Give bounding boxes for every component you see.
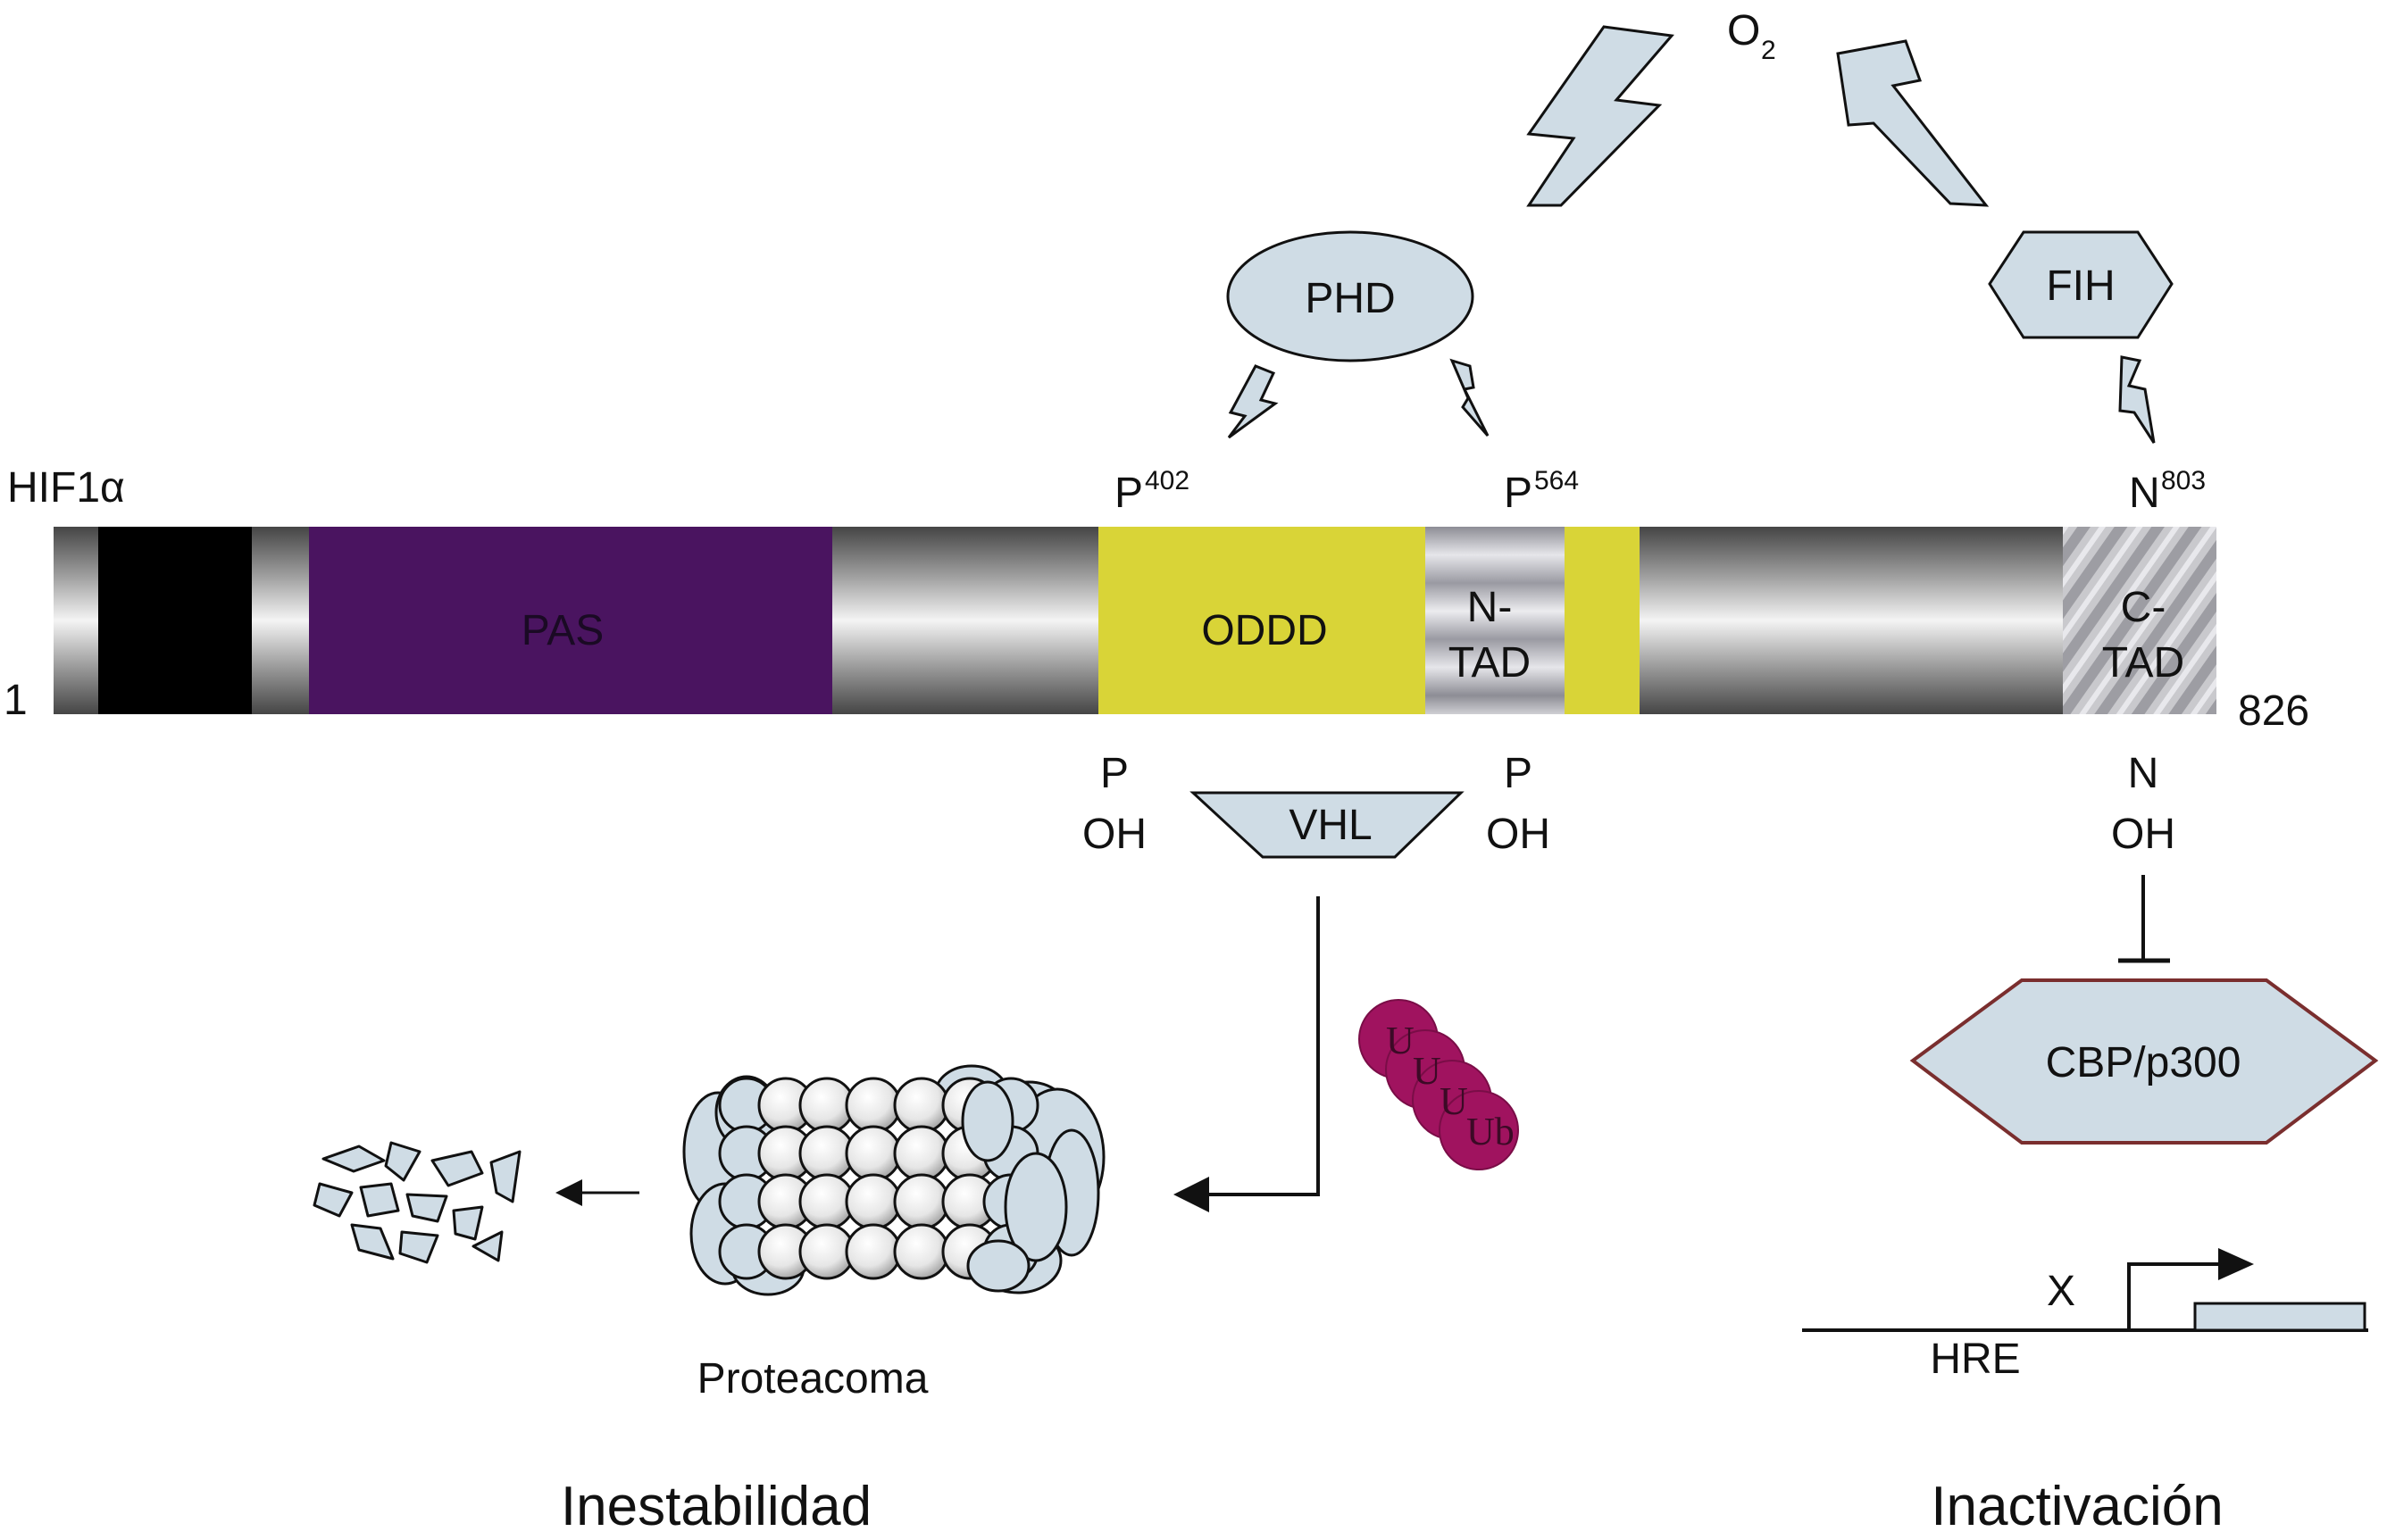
inhibition-icon — [2118, 875, 2170, 963]
protein-end: 826 — [2238, 687, 2309, 735]
svg-text:402: 402 — [1145, 466, 1189, 495]
oxygen-subscript: 2 — [1761, 36, 1776, 65]
svg-text:OH: OH — [1082, 811, 1147, 858]
site-p564: P 564 — [1504, 466, 1579, 517]
oxygen-label: O 2 — [1727, 7, 1776, 65]
proteasome-subunit — [961, 1080, 1014, 1162]
ubiquitin-label: U — [1440, 1079, 1468, 1123]
ntad-domain — [1425, 527, 1565, 714]
proteasome-subunit — [893, 1077, 950, 1134]
ubiquitin-unit — [1439, 1090, 1519, 1170]
outcome-instability: Inestabilidad — [561, 1476, 872, 1537]
proteasome-subunit — [845, 1223, 902, 1280]
svg-text:564: 564 — [1534, 466, 1579, 495]
phd-enzyme: PHD — [1226, 230, 1474, 362]
ubiquitin-label: U — [1386, 1019, 1415, 1062]
oddd-domain-tail — [1565, 527, 1640, 714]
proteasome-subunit — [845, 1077, 902, 1134]
hre-label: HRE — [1930, 1336, 2020, 1383]
lightning-bolt-icon — [1227, 364, 1279, 439]
outcome-inactivation: Inactivación — [1931, 1476, 2223, 1537]
proteasome-subunit — [893, 1125, 950, 1182]
svg-text:P: P — [1504, 470, 1532, 517]
arrow-icon — [1173, 896, 1320, 1212]
cbp-p300-coactivator: CBP/p300 — [1909, 978, 2379, 1145]
transcription-arrow-icon — [2218, 1248, 2254, 1280]
proteasome-subunit — [893, 1173, 950, 1230]
proteasome-subunit — [966, 1239, 1031, 1293]
gene-block — [2193, 1302, 2366, 1332]
ubiquitin-label: Ub — [1466, 1110, 1515, 1153]
svg-text:P: P — [1504, 750, 1532, 797]
ctad-domain — [2063, 527, 2216, 714]
fih-label: FIH — [2046, 262, 2115, 310]
svg-text:N: N — [2129, 470, 2160, 517]
pas-domain — [309, 527, 832, 714]
fragments-icon — [313, 1141, 522, 1264]
vhl-label: VHL — [1289, 802, 1372, 849]
promoter-block-label: X — [2047, 1268, 2075, 1315]
svg-text:P: P — [1114, 470, 1143, 517]
lightning-bolt-icon — [2118, 355, 2156, 444]
proteasome-icon — [682, 1064, 1106, 1296]
hydroxyl-mid: P OH — [1486, 750, 1550, 858]
promoter-region: X HRE — [1802, 1248, 2368, 1383]
pas-label: PAS — [522, 607, 604, 654]
fih-enzyme: FIH — [1988, 230, 2174, 339]
ntad-label: N-TAD — [1448, 584, 1531, 687]
hydroxyl-right: N OH — [2111, 750, 2175, 858]
proteasome-subunit — [893, 1223, 950, 1280]
svg-text:OH: OH — [2111, 811, 2175, 858]
svg-text:N: N — [2128, 750, 2159, 797]
lightning-bolt-icon — [1449, 358, 1490, 437]
ubiquitin-label: U — [1413, 1049, 1441, 1093]
protein-name: HIF1α — [7, 464, 125, 512]
ctad-label: C-TAD — [2102, 584, 2184, 687]
proteasome-label: Proteacoma — [697, 1355, 929, 1403]
svg-text:P: P — [1100, 750, 1129, 797]
protein-start: 1 — [4, 677, 28, 724]
site-p402: P 402 — [1114, 466, 1189, 517]
lightning-bolt-icon — [1836, 39, 1990, 207]
site-n803: N 803 — [2129, 466, 2206, 517]
svg-text:803: 803 — [2161, 466, 2206, 495]
proteasome-subunit — [1004, 1152, 1068, 1262]
oddd-label: ODDD — [1201, 607, 1327, 654]
protein-bar: PAS ODDD N-TAD C-TAD — [54, 527, 2216, 714]
cbp-label: CBP/p300 — [2046, 1039, 2241, 1086]
vhl-complex: VHL — [1189, 791, 1465, 859]
svg-text:OH: OH — [1486, 811, 1550, 858]
proteasome-subunit — [845, 1125, 902, 1182]
hydroxyl-left: P OH — [1082, 750, 1147, 858]
oddd-domain — [1098, 527, 1425, 714]
lightning-bolt-icon — [1526, 25, 1674, 207]
oxygen-base: O — [1727, 7, 1760, 54]
proteasome-subunit — [845, 1173, 902, 1230]
phd-label: PHD — [1305, 275, 1395, 322]
n-terminal-domain — [98, 527, 252, 714]
